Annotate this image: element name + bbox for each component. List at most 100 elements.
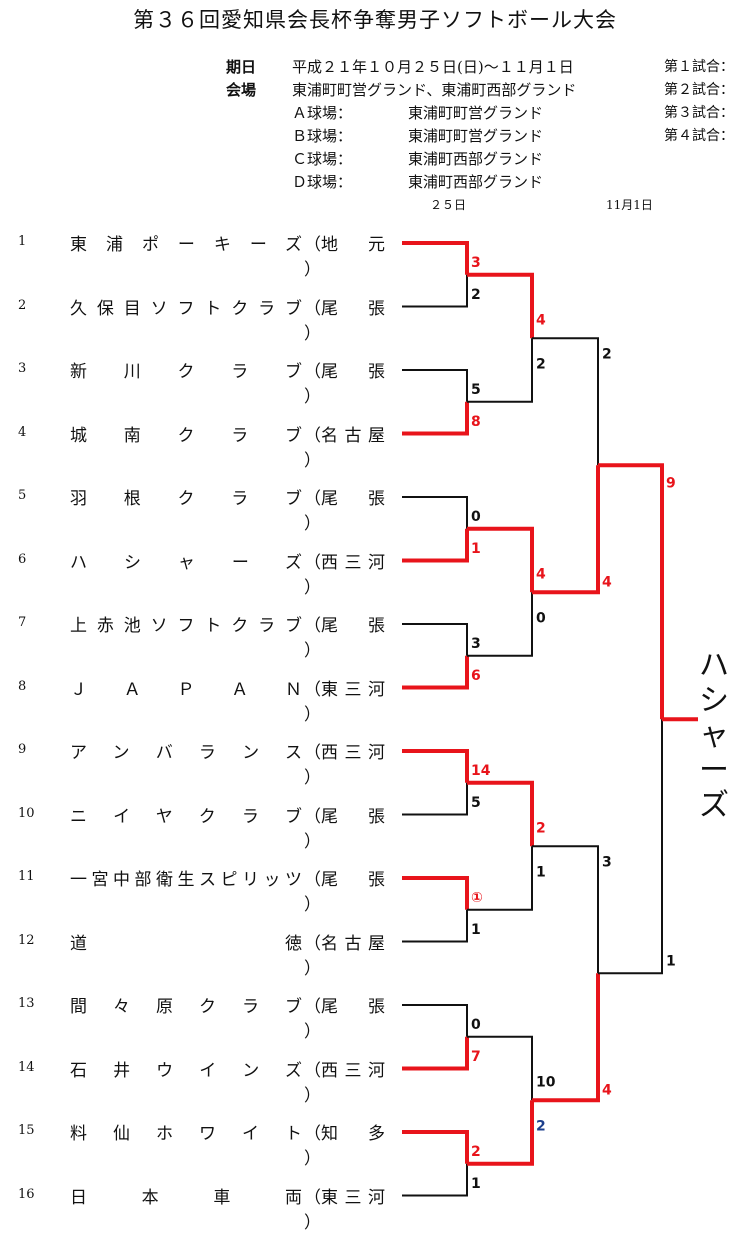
- team-number: 2: [18, 297, 27, 313]
- team-region: （西三河）: [304, 738, 396, 788]
- game-1-label: 第１試合：: [664, 59, 734, 75]
- score-label: 1: [666, 953, 676, 969]
- score-label: 5: [471, 795, 481, 811]
- team-region: （名古屋）: [304, 421, 396, 471]
- bracket-line: [402, 749, 469, 783]
- score-label: 2: [471, 287, 481, 303]
- venue-value: 東浦町町営グランド、東浦町西部グランド: [292, 81, 577, 99]
- team-region-text: 尾張: [321, 997, 385, 1017]
- score-label: 6: [471, 668, 481, 684]
- team-name: 道徳: [70, 933, 302, 954]
- team-name: 羽根クラブ: [70, 489, 302, 509]
- team-name: ニイヤクラブ: [70, 806, 302, 827]
- team-region: （西三河）: [304, 548, 396, 598]
- bracket-line: [402, 1036, 469, 1071]
- field-c-label: Ｃ球場：: [292, 150, 353, 168]
- bracket-line: [402, 274, 468, 308]
- team-region-text: 知多: [321, 1124, 385, 1144]
- team-region-text: 西三河: [321, 552, 385, 573]
- bracket-line: [532, 337, 599, 466]
- score-label: 2: [536, 820, 546, 836]
- team-region-text: 西三河: [321, 743, 385, 763]
- field-a-label: Ａ球場：: [292, 104, 353, 122]
- field-d-value: 東浦町西部グランド: [408, 173, 544, 191]
- team-region-text: 東三河: [321, 679, 385, 700]
- round1-date: ２５日: [430, 198, 467, 212]
- bracket-line: [467, 592, 533, 657]
- team-name: 上赤池ソフトクラブ: [70, 616, 302, 636]
- team-name: 一宮中部衛生スピリッツ: [70, 870, 302, 890]
- bracket-line: [467, 526, 534, 593]
- bracket-line: [402, 876, 469, 910]
- team-region-text: 尾張: [321, 298, 385, 319]
- team-name: ハシャーズ: [70, 552, 302, 573]
- bracket-line: [402, 528, 469, 563]
- team-region-text: 尾張: [321, 870, 385, 890]
- score-label: 4: [536, 312, 546, 328]
- bracket-line: [532, 845, 599, 974]
- bracket-line: [467, 272, 534, 339]
- bracket-line: [402, 623, 468, 656]
- team-region-text: 尾張: [321, 362, 385, 382]
- field-b-value: 東浦町町営グランド: [408, 127, 544, 145]
- team-name: 東浦ポーキーズ: [70, 235, 302, 255]
- bracket-line: [402, 782, 468, 816]
- team-number: 4: [18, 424, 27, 440]
- date-value: 平成２１年１０月２５日(日)～１１月１日: [292, 58, 574, 76]
- champion-label: ハ シ ャ ー ズ: [696, 648, 732, 823]
- bracket-line: [402, 1130, 469, 1164]
- bracket-line: [402, 496, 468, 529]
- team-region-text: 尾張: [321, 806, 385, 827]
- team-name: 間々原クラブ: [70, 997, 302, 1017]
- bracket-line: [532, 973, 600, 1103]
- team-region: （東三河）: [304, 675, 396, 725]
- bracket-line: [467, 1035, 533, 1101]
- team-region-text: 尾張: [321, 489, 385, 509]
- team-region-text: 尾張: [321, 616, 385, 636]
- field-b-label: Ｂ球場：: [292, 127, 353, 145]
- team-region-text: 名古屋: [321, 425, 385, 446]
- score-label: ①: [471, 890, 483, 906]
- score-label: 1: [471, 922, 481, 938]
- bracket-line: [402, 909, 468, 943]
- team-region: （尾張）: [304, 357, 396, 407]
- team-number: 14: [18, 1059, 35, 1075]
- score-label: 3: [602, 854, 612, 870]
- team-number: 11: [18, 869, 35, 884]
- team-name: 料仙ホワイト: [70, 1124, 302, 1144]
- team-number: 5: [18, 488, 27, 503]
- team-region: （地元）: [304, 230, 396, 280]
- score-label: 1: [471, 541, 481, 557]
- team-region: （西三河）: [304, 1056, 396, 1106]
- team-name: 新川クラブ: [70, 362, 302, 382]
- bracket-line: [467, 338, 533, 403]
- score-label: 2: [471, 1144, 481, 1160]
- score-label: 2: [536, 1118, 546, 1134]
- team-name: 日本車両: [70, 1187, 302, 1208]
- bracket-line: [402, 1004, 468, 1037]
- bracket-line: [467, 846, 533, 911]
- score-label: 4: [602, 1082, 612, 1098]
- champion-char: ズ: [699, 788, 729, 823]
- team-number: 15: [18, 1123, 35, 1138]
- venue-label: 会場: [226, 81, 257, 99]
- bracket-line: [598, 463, 664, 720]
- bracket-line: [402, 655, 469, 690]
- score-label: 8: [471, 414, 481, 430]
- bracket-line: [532, 465, 600, 595]
- champion-char: ャ: [699, 718, 729, 753]
- field-a-value: 東浦町町営グランド: [408, 104, 544, 122]
- score-label: 4: [536, 566, 546, 582]
- game-4-label: 第４試合：: [664, 128, 734, 144]
- team-number: 13: [18, 996, 35, 1011]
- team-number: 1: [18, 234, 27, 249]
- bracket-line: [402, 369, 468, 402]
